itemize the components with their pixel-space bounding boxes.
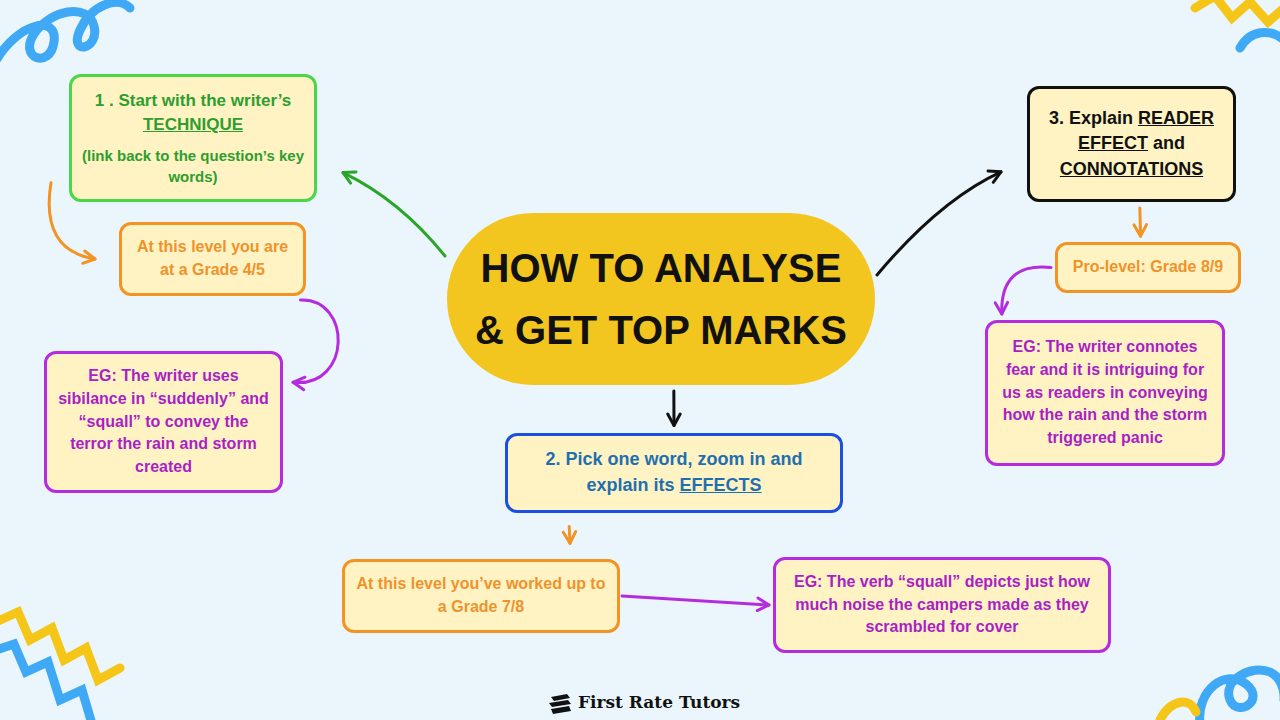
connector-arrow (343, 172, 445, 256)
grade-box: Pro-level: Grade 8/9 (1055, 242, 1241, 293)
arrowhead (1134, 225, 1146, 237)
example-box: EG: The writer connotes fear and it is i… (985, 320, 1225, 466)
connector-arrow (995, 267, 1051, 314)
squiggle (1160, 702, 1196, 720)
example-box: EG: The verb “squall” depicts just how m… (773, 557, 1111, 653)
box-text: 1 . Start with the writer’s TECHNIQUE (82, 89, 304, 137)
box-subtext: (link back to the question’s key words) (82, 145, 304, 187)
arrowhead (343, 172, 356, 183)
step-box: 2. Pick one word, zoom in and explain it… (505, 433, 843, 512)
zigzag (0, 644, 92, 720)
box-text: EG: The writer connotes fear and it is i… (998, 336, 1212, 450)
box-text: EG: The writer uses sibilance in “sudden… (57, 365, 270, 479)
connector-line (293, 300, 338, 383)
book-icon (549, 694, 571, 714)
example-box: EG: The writer uses sibilance in “sudden… (44, 351, 283, 493)
box-text: Pro-level: Grade 8/9 (1073, 256, 1223, 279)
box-text: At this level you are at a Grade 4/5 (132, 236, 293, 281)
connector-arrow (293, 300, 338, 390)
box-text: 2. Pick one word, zoom in and explain it… (518, 447, 830, 498)
box-text: 3. Explain READER EFFECT and CONNOTATION… (1040, 106, 1223, 183)
zigzag (1195, 0, 1280, 22)
title-pill: HOW TO ANALYSE & GET TOP MARKS (447, 213, 875, 385)
connector-line (1002, 267, 1051, 314)
arrowhead (988, 171, 1001, 182)
arrowhead (83, 251, 95, 263)
connector-arrow (563, 527, 575, 544)
arrowhead (563, 532, 575, 544)
box-text: EG: The verb “squall” depicts just how m… (786, 571, 1098, 639)
connector-line (343, 173, 445, 256)
grade-box: At this level you are at a Grade 4/5 (119, 222, 306, 296)
squiggle (0, 3, 130, 62)
brand-name: First Rate Tutors (578, 692, 740, 712)
arrowhead (293, 377, 305, 389)
connector-line (622, 596, 769, 605)
connector-line (877, 172, 1001, 275)
step-box: 3. Explain READER EFFECT and CONNOTATION… (1027, 86, 1236, 202)
squiggle (1240, 32, 1280, 48)
box-text: At this level you’ve worked up to a Grad… (355, 573, 607, 618)
squiggle (1200, 670, 1280, 720)
arrowhead (668, 414, 680, 425)
arrowhead (757, 598, 769, 610)
connector-arrow (877, 171, 1001, 275)
box-text: HOW TO ANALYSE & GET TOP MARKS (471, 237, 851, 361)
connector-arrow (1134, 208, 1146, 236)
arrowhead (995, 302, 1007, 314)
connector-arrow (668, 391, 680, 425)
connector-arrow (622, 596, 769, 611)
grade-box: At this level you’ve worked up to a Grad… (342, 559, 620, 632)
step-box: 1 . Start with the writer’s TECHNIQUE (li… (69, 74, 317, 202)
